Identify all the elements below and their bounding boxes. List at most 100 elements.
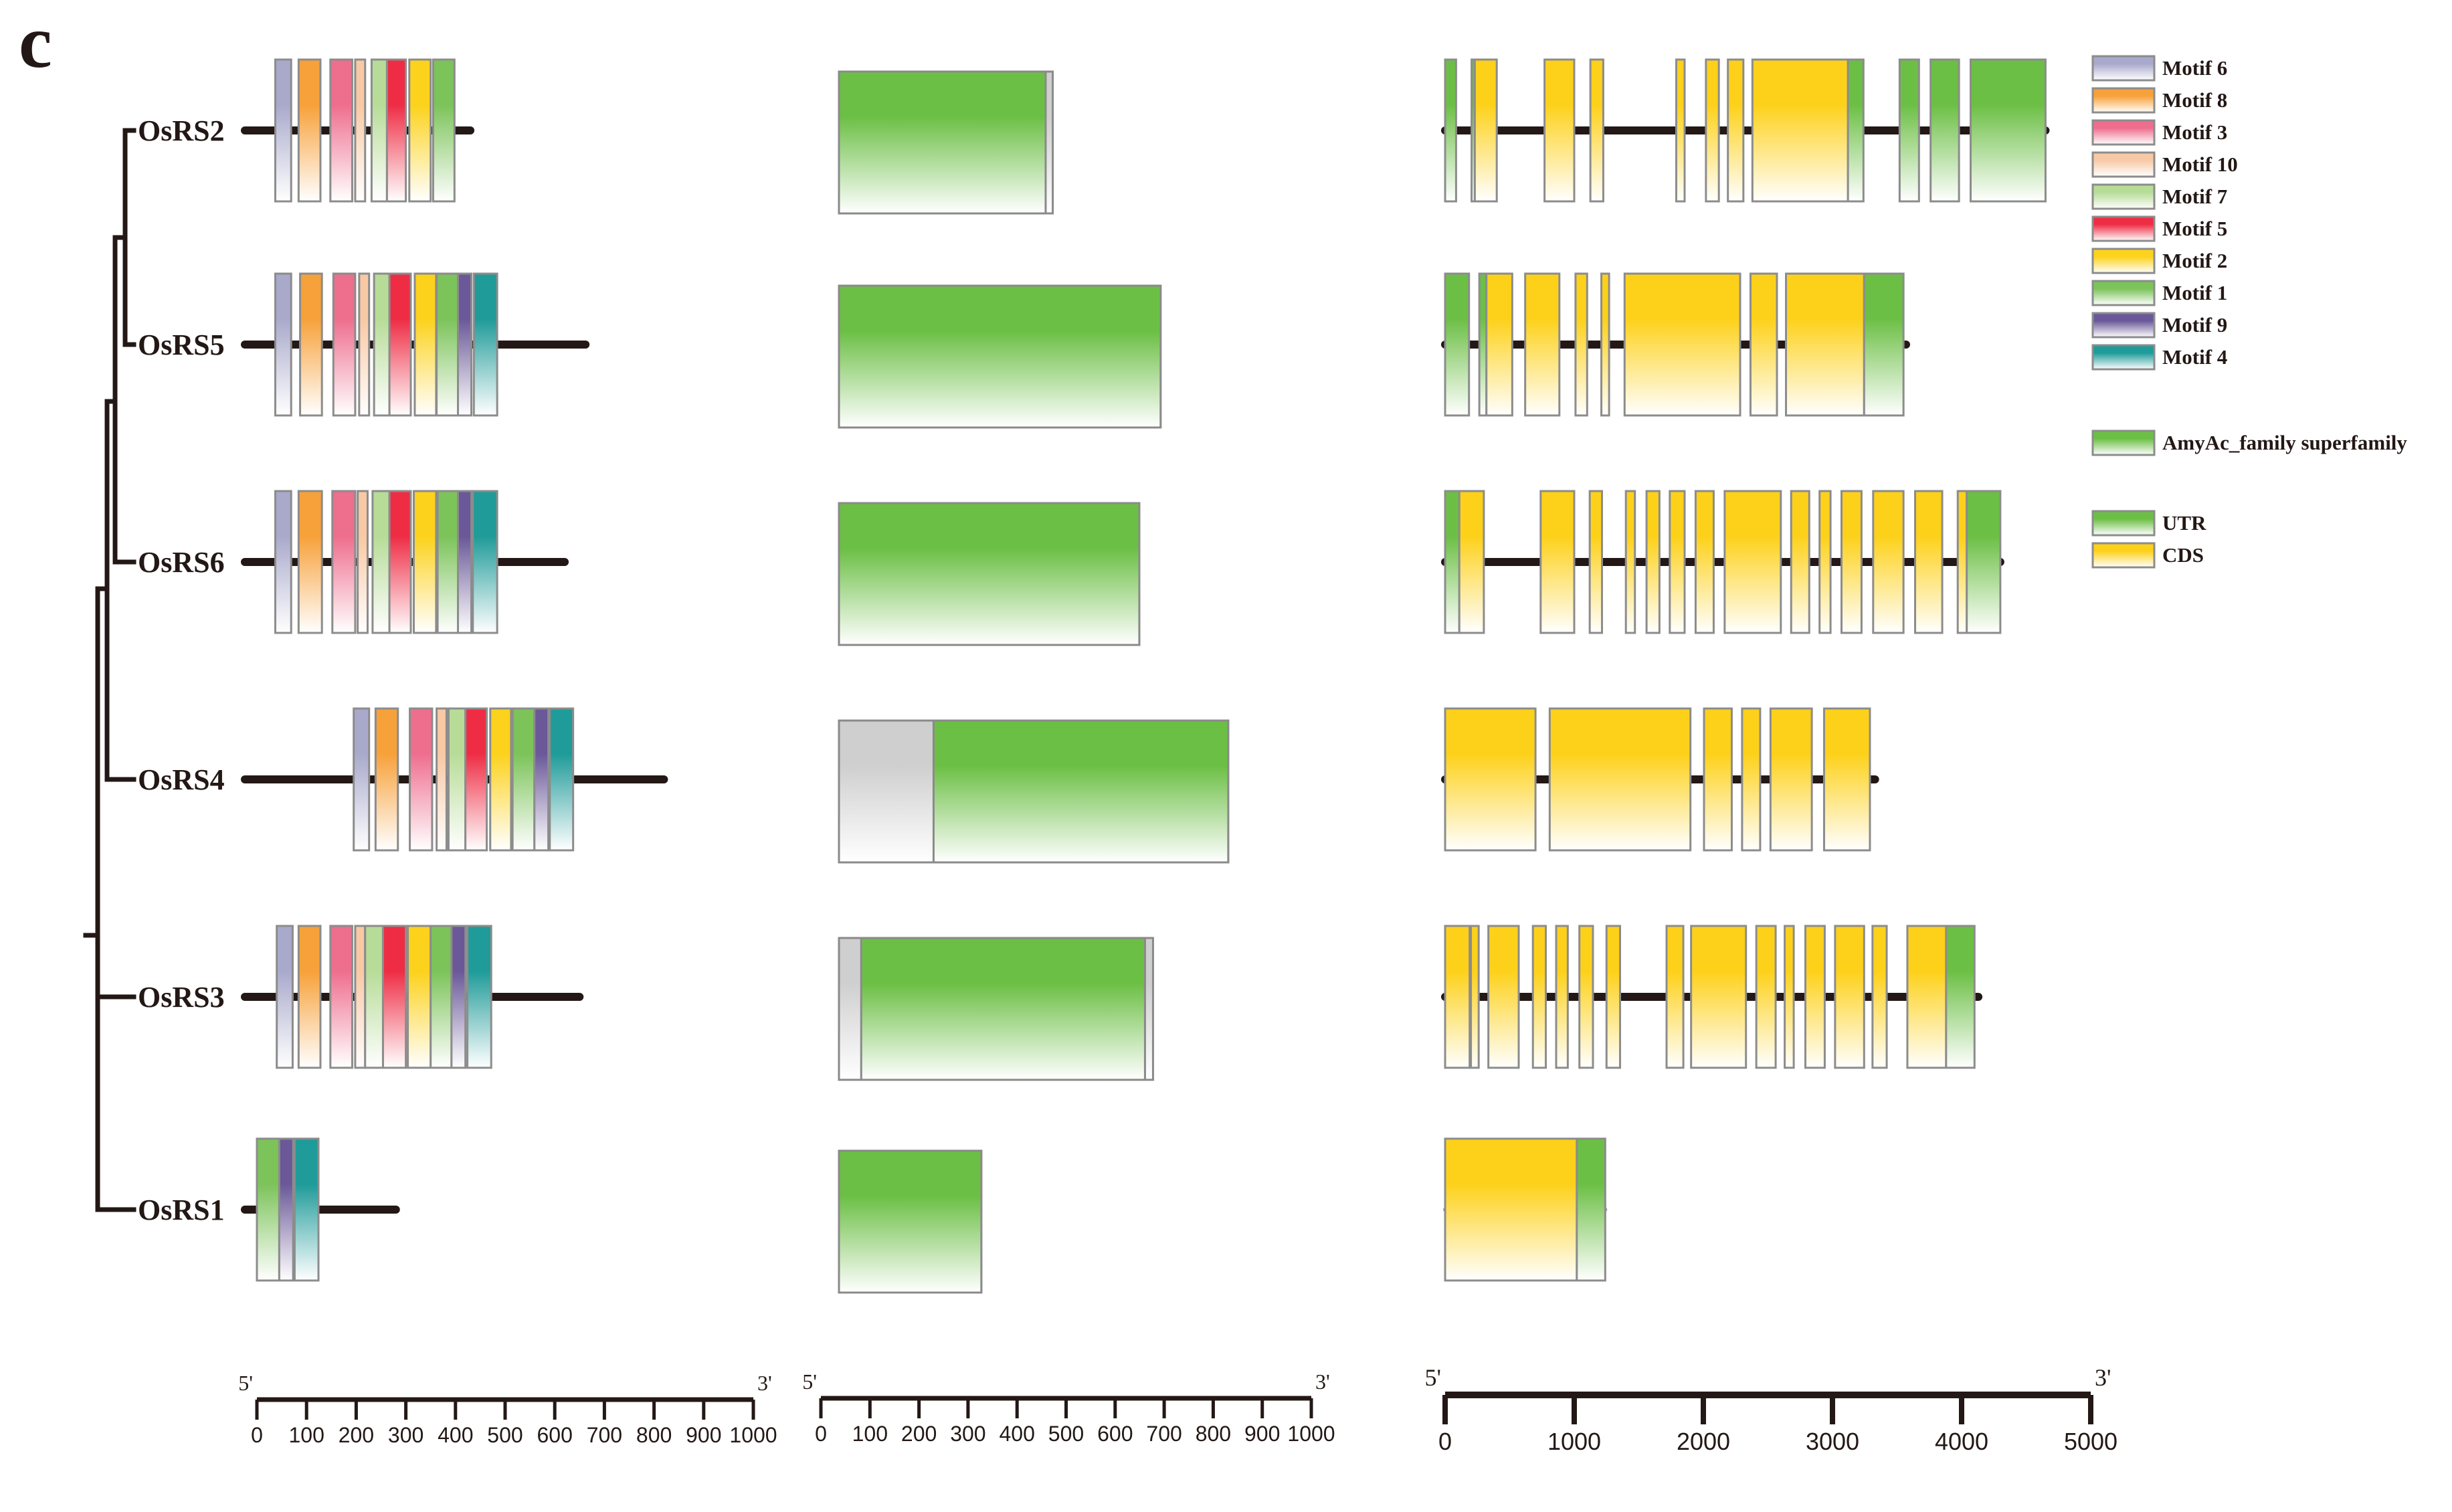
utr-exon — [1929, 58, 1960, 203]
legend-item-motif-5: Motif 5 — [2091, 215, 2227, 242]
scale-tick-label: 4000 — [1935, 1428, 1988, 1455]
legend-swatch — [2091, 280, 2156, 306]
motif-track-osrs1 — [241, 1137, 400, 1282]
scale-tick-label: 700 — [1146, 1422, 1182, 1446]
scale-tick-label: 1000 — [729, 1423, 777, 1447]
legend-swatch — [2091, 542, 2156, 569]
scale-tick-label: 800 — [1196, 1422, 1231, 1446]
motif-box-motif-5 — [464, 707, 488, 852]
motif-box-motif-9 — [457, 490, 473, 634]
scale-tick-label: 800 — [636, 1423, 672, 1447]
motif-box-motif-3 — [331, 490, 357, 634]
motif-box-motif-6 — [276, 925, 294, 1069]
utr-exon — [1847, 58, 1865, 203]
motif-box-motif-7 — [447, 707, 467, 852]
domain-box-amyac — [838, 284, 1162, 429]
cds-exon — [1578, 925, 1594, 1069]
cds-exon — [1703, 707, 1733, 852]
motif-track-osrs3 — [241, 925, 584, 1069]
legend-swatch — [2091, 430, 2156, 456]
utr-exon — [1863, 272, 1905, 417]
domain-box-amyac — [860, 937, 1146, 1081]
gene-label-osrs2: OsRS2 — [138, 114, 225, 147]
cds-exon — [1458, 490, 1485, 634]
three-prime-label: 3' — [1315, 1369, 1330, 1394]
legend-swatch — [2091, 248, 2156, 274]
scale-tick-label: 100 — [289, 1423, 324, 1447]
legend-item-motif-2: Motif 2 — [2091, 248, 2227, 274]
phylogenetic-tree — [83, 128, 136, 1212]
cds-exon — [1872, 490, 1905, 634]
scale-tick-label: 300 — [950, 1422, 985, 1446]
cds-exon — [1749, 272, 1778, 417]
five-prime-label: 5' — [238, 1371, 253, 1395]
legend-swatch — [2091, 312, 2156, 339]
scale-tick-label: 100 — [852, 1422, 888, 1446]
domain-track-osrs2 — [838, 70, 1054, 215]
legend-label: Motif 8 — [2162, 88, 2227, 112]
scale-tick-label: 5000 — [2064, 1428, 2117, 1455]
cds-exon — [1784, 925, 1795, 1069]
legend-swatch — [2091, 151, 2156, 178]
cds-exon — [1956, 490, 1968, 634]
scale-tick-label: 900 — [686, 1423, 721, 1447]
legend-label: UTR — [2162, 511, 2206, 535]
legend-item-motif-8: Motif 8 — [2091, 87, 2227, 114]
motif-box-motif-4 — [466, 925, 492, 1069]
motif-box-motif-4 — [293, 1137, 320, 1282]
motif-box-motif-2 — [408, 58, 432, 203]
motif-track-osrs2 — [241, 58, 475, 203]
motif-panel — [241, 58, 668, 1282]
cds-exon — [1600, 272, 1610, 417]
motif-box-motif-8 — [299, 272, 323, 417]
panel-label: c — [19, 1, 52, 84]
motif-box-motif-1 — [436, 272, 460, 417]
legend-item-amyac-family-superfamily: AmyAc_family superfamily — [2091, 430, 2407, 456]
motif-track-osrs4 — [241, 707, 668, 852]
motif-box-motif-1 — [436, 490, 460, 634]
motif-box-motif-9 — [457, 272, 473, 417]
cds-exon — [1755, 925, 1777, 1069]
cds-exon — [1914, 490, 1944, 634]
motif-box-motif-5 — [385, 58, 407, 203]
motif-box-motif-10 — [436, 707, 448, 852]
motif-box-motif-2 — [407, 925, 432, 1069]
scale-tick-label: 600 — [537, 1423, 573, 1447]
motif-box-motif-5 — [388, 272, 412, 417]
cds-exon — [1623, 272, 1741, 417]
scale-tick-label: 500 — [1048, 1422, 1084, 1446]
motif-box-motif-1 — [256, 1137, 280, 1282]
legend-label: Motif 4 — [2162, 345, 2227, 369]
legend-label: Motif 5 — [2162, 217, 2227, 240]
gene-label-osrs4: OsRS4 — [138, 763, 225, 796]
motif-box-motif-1 — [430, 925, 453, 1069]
scale-tick-label: 400 — [438, 1423, 473, 1447]
motif-box-motif-6 — [274, 490, 292, 634]
motif-box-motif-8 — [297, 490, 323, 634]
motif-box-motif-3 — [329, 925, 353, 1069]
scale-tick-label: 0 — [815, 1422, 827, 1446]
motif-box-motif-2 — [413, 272, 438, 417]
cds-exon — [1624, 490, 1636, 634]
structure-track-osrs2 — [1441, 58, 2050, 203]
cds-exon — [1555, 925, 1569, 1069]
scale-tick-label: 1000 — [1547, 1428, 1601, 1455]
legend-item-motif-7: Motif 7 — [2091, 183, 2227, 210]
motif-box-motif-4 — [472, 490, 498, 634]
domain-track-osrs5 — [838, 284, 1162, 429]
legend-swatch — [2091, 87, 2156, 114]
three-prime-label: 3' — [2095, 1364, 2111, 1391]
legend-label: Motif 6 — [2162, 56, 2227, 80]
cds-exon — [1574, 272, 1588, 417]
cds-exon — [1531, 925, 1547, 1069]
three-prime-label: 3' — [757, 1371, 772, 1395]
legend-label: Motif 7 — [2162, 185, 2227, 208]
cds-exon — [1785, 272, 1865, 417]
legend-label: Motif 9 — [2162, 313, 2227, 337]
legend-item-motif-3: Motif 3 — [2091, 119, 2227, 146]
motif-box-motif-6 — [274, 272, 292, 417]
motif-box-motif-2 — [412, 490, 438, 634]
scale-tick-label: 600 — [1097, 1422, 1133, 1446]
